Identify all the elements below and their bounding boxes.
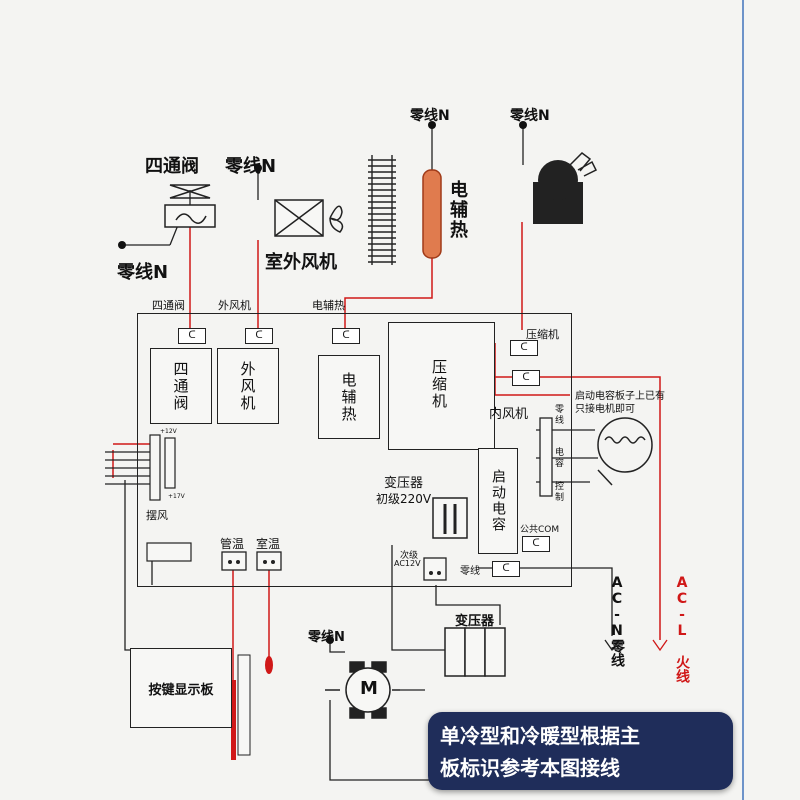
start-capacitor-box: 启动电容 <box>478 448 518 554</box>
display-connector <box>146 542 192 562</box>
pipe-temp-connector <box>221 551 247 571</box>
secondary-label: 次级 <box>400 551 419 561</box>
neutral-label-heater: 零线N <box>410 108 450 124</box>
room-temp-label: 室温 <box>256 537 281 551</box>
ac12v-label: AC12V <box>394 559 421 568</box>
plus12v-bottom-label: +17V <box>168 493 185 500</box>
terminal-outdoor-fan: ᑕ <box>245 328 273 344</box>
heater-tube <box>422 169 442 259</box>
indoor-fan-motor <box>597 417 653 486</box>
swing-motor <box>325 661 400 719</box>
box-outdoor-fan: 外风机 <box>217 348 279 424</box>
box-four-way-valve: 四通阀 <box>150 348 212 424</box>
pipe-temp-probe <box>231 680 236 760</box>
board-label-four-way: 四通阀 <box>152 299 185 312</box>
box-compressor: 压缩机 <box>388 322 495 450</box>
ac-n-label: AC-N零线 <box>609 575 625 667</box>
four-way-valve-title: 四通阀 <box>145 156 199 177</box>
neutral-label-valve: 零线N <box>117 262 169 283</box>
common-label: 公共COM <box>520 525 560 535</box>
swing-label: 摆风 <box>146 509 168 522</box>
motor-m-label: M <box>360 678 378 699</box>
board-label-outdoor-fan: 外风机 <box>218 299 251 312</box>
pin-ctrl-label: 控制 <box>555 482 565 503</box>
cap-note: 启动电容板子上已有只接电机即可 <box>575 391 665 415</box>
room-temp-probe <box>265 656 273 674</box>
ac-l-label: AC-L 火线 <box>674 575 690 683</box>
pipe-temp-label: 管温 <box>220 537 245 551</box>
wire-compressor-loop <box>494 343 570 396</box>
board-label-heater: 电辅热 <box>312 299 345 312</box>
neutral-label-compressor: 零线N <box>510 108 550 124</box>
pin-cap-label: 电容 <box>555 448 565 469</box>
neutral-terminal-label: 零线 <box>460 566 480 577</box>
pin-zero-label: 零线 <box>555 405 565 426</box>
indoor-fan-connector <box>539 417 553 497</box>
room-temp-connector <box>256 551 282 571</box>
swing-connector-left <box>149 434 161 501</box>
terminal-neutral: ᑕ <box>492 561 520 577</box>
terminal-live: ᑕ <box>512 370 540 386</box>
compressor-symbol <box>533 152 598 224</box>
key-display-board: 按键显示板 <box>130 648 232 728</box>
primary-label: 初级220V <box>376 492 432 506</box>
board-transformer <box>432 497 468 539</box>
banner-line-1: 单冷型和冷暖型根据主 <box>440 724 640 748</box>
box-compressor-label: 压缩机 <box>430 359 448 410</box>
terminal-compressor: ᑕ <box>510 340 538 356</box>
transformer-label: 变压器 <box>384 476 424 491</box>
pipe-temp-sensor-strip <box>237 654 251 756</box>
terminal-heater: ᑕ <box>332 328 360 344</box>
compressor-terminal-label: 压缩机 <box>526 328 559 341</box>
main-board <box>137 313 572 587</box>
neutral-label-motor: 零线N <box>308 630 345 645</box>
four-way-valve-symbol <box>164 184 216 228</box>
page-edge-line <box>742 0 744 800</box>
banner-line-2: 板标识参考本图接线 <box>440 756 620 780</box>
note-banner: 单冷型和冷暖型根据主 板标识参考本图接线 <box>428 712 733 790</box>
bottom-transformer-label: 变压器 <box>455 614 495 629</box>
neutral-label-fan: 零线N <box>225 156 277 177</box>
indoor-fan-label: 内风机 <box>489 407 529 422</box>
radiator-grille <box>368 155 396 265</box>
heater-side-label: 电辅热 <box>447 180 468 240</box>
outdoor-fan-label: 室外风机 <box>265 252 337 273</box>
plus12v-top-label: +12V <box>160 428 177 435</box>
swing-connector-right <box>164 437 176 489</box>
terminal-four-way: ᑕ <box>178 328 206 344</box>
terminal-common: ᑕ <box>522 536 550 552</box>
bottom-transformer <box>444 627 506 677</box>
outdoor-fan-symbol <box>274 199 344 237</box>
secondary-connector <box>423 557 447 581</box>
box-heater: 电辅热 <box>318 355 380 439</box>
wire-heater <box>344 258 433 330</box>
